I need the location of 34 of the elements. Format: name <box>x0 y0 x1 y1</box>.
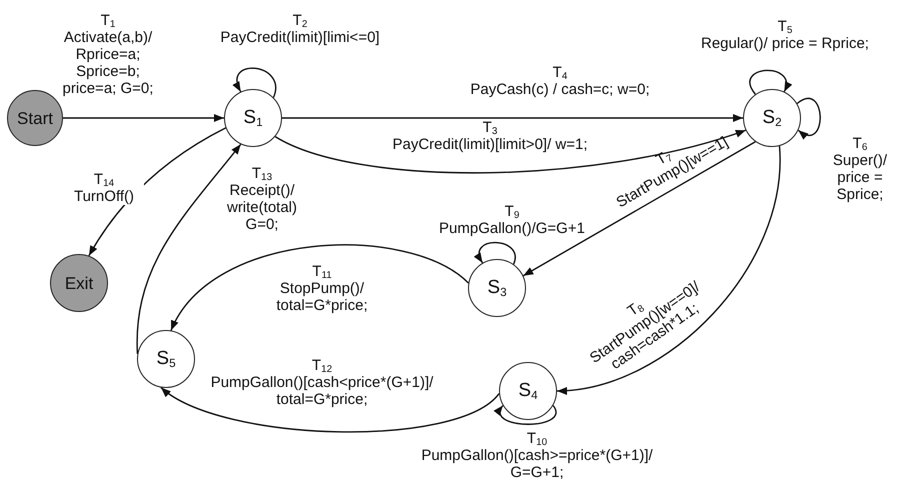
state-name: S$_{4}$ <box>518 380 538 402</box>
self-loop-arrow <box>474 242 516 264</box>
state-circle <box>224 89 282 147</box>
state-name: S$_{2}$ <box>762 108 782 128</box>
state-name: Exit <box>64 274 94 292</box>
transition-label: T$_{11}$ StopPump()/ total=G*price; <box>275 263 369 314</box>
state-circle <box>499 362 557 420</box>
transition-label: T$_{13}$ Receipt()/ write(total) G=0; <box>226 165 298 233</box>
state-name: S$_{5}$ <box>156 348 176 370</box>
transition-label: T$_{10}$ PumpGallon()[cash>=price*(G+1)]/ G=G+1; <box>420 430 654 481</box>
transition-label: T$_{4}$ PayCash(c) / cash=c; w=0; <box>469 64 651 98</box>
transition-label: T$_{1}$ Activate(a,b)/ Rprice=a; Sprice=b; price=a; G=0; <box>62 12 154 97</box>
state-name: Start <box>17 110 53 126</box>
transition-label: T$_{2}$ PayCredit(limit)[limi<=0] <box>219 12 381 46</box>
transition-arrow <box>160 386 500 432</box>
state-name: S$_{3}$ <box>487 278 507 298</box>
self-loop-arrow <box>749 70 792 95</box>
transition-arrow <box>136 144 242 354</box>
transition-arrow <box>170 244 469 331</box>
transition-label: T$_{12}$ PumpGallon()[cash<price*(G+1)]/ total=G*price; <box>210 357 434 408</box>
transition-arrow <box>522 141 756 276</box>
self-loop-arrow <box>233 68 276 98</box>
self-loop-arrow <box>494 405 556 425</box>
state-name: S$_{1}$ <box>243 108 263 128</box>
transition-arrow <box>63 114 224 122</box>
transition-label: T$_{9}$ PumpGallon()/G=G+1 <box>438 203 586 237</box>
state-circle <box>743 89 801 147</box>
self-loop-arrow <box>796 98 821 139</box>
transition-arrow <box>274 130 746 174</box>
transition-label: T$_{6}$ Super()/ price = Sprice; <box>832 135 888 203</box>
transition-label: T$_{5}$ Regular()/ price = Rprice; <box>700 18 870 52</box>
transition-label: T$_{3}$ PayCredit(limit)[limit>0]/ w=1; <box>391 119 589 153</box>
transition-arrow <box>556 146 780 394</box>
transition-arrow <box>282 114 743 122</box>
